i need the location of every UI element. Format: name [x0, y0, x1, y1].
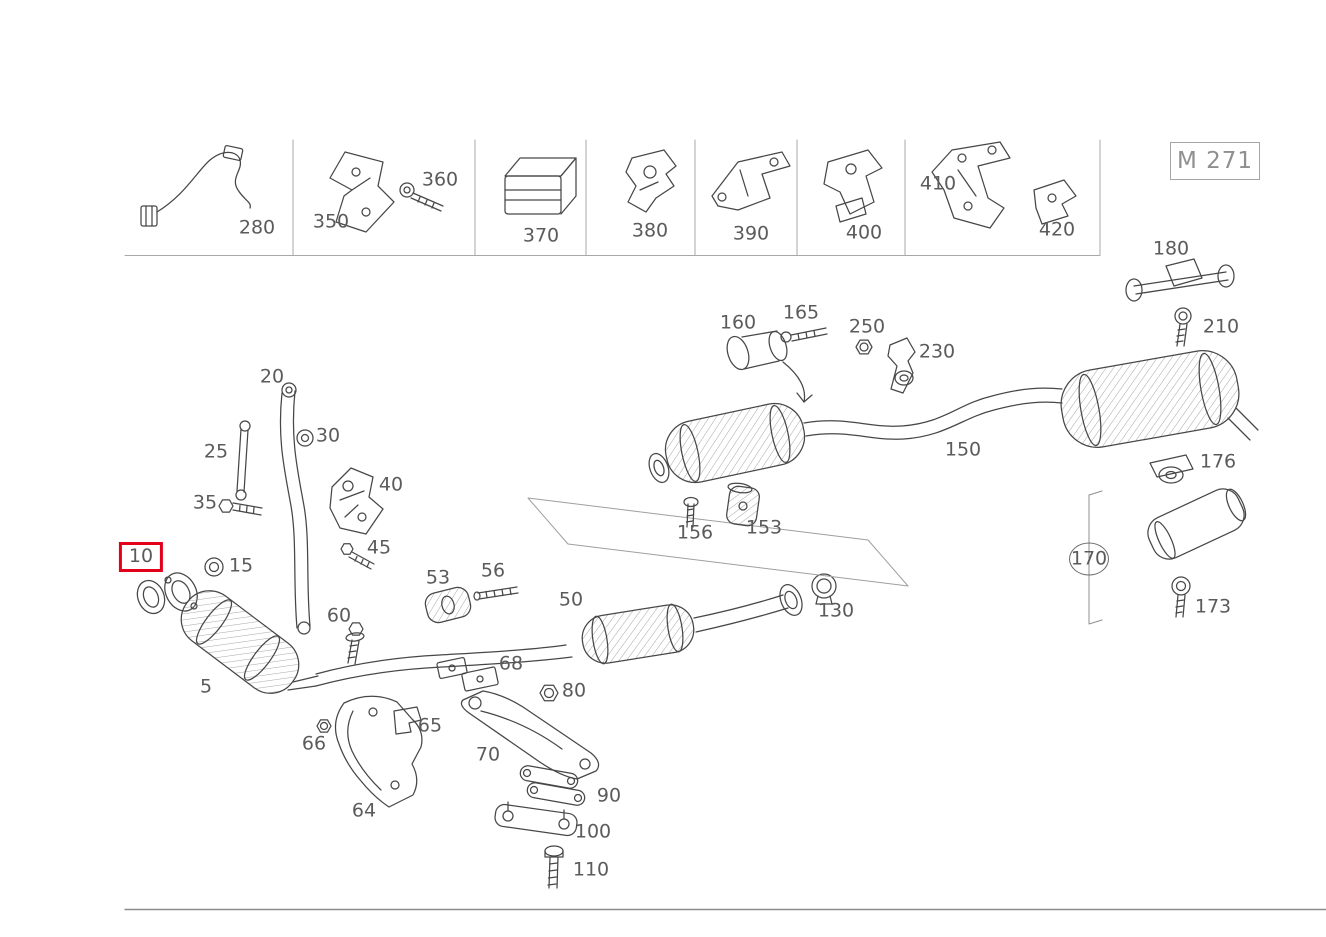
- callout-180[interactable]: 180: [1152, 237, 1190, 260]
- part-5-catalytic-converter: [164, 572, 319, 694]
- part-165-bolt: [780, 327, 828, 343]
- part-230-hanger-bracket: [887, 337, 916, 394]
- callout-80[interactable]: 80: [561, 679, 587, 702]
- callout-173[interactable]: 173: [1194, 595, 1232, 618]
- part-370-rubber-mount: [504, 157, 577, 215]
- callout-420[interactable]: 420: [1038, 218, 1076, 241]
- detail-plane: [527, 497, 909, 587]
- callout-20[interactable]: 20: [259, 365, 285, 388]
- part-30-washer: [296, 429, 314, 447]
- callout-50[interactable]: 50: [558, 588, 584, 611]
- part-176-tip-mount: [1149, 454, 1194, 484]
- callout-210[interactable]: 210: [1202, 315, 1240, 338]
- callout-64[interactable]: 64: [351, 799, 377, 822]
- callout-170[interactable]: 170: [1069, 542, 1109, 576]
- part-173-screw: [1171, 576, 1191, 618]
- part-180-hanger: [1125, 258, 1235, 302]
- callout-150[interactable]: 150: [944, 438, 982, 461]
- callout-90[interactable]: 90: [596, 784, 622, 807]
- callout-380[interactable]: 380: [631, 219, 669, 242]
- part-56-stud: [473, 586, 519, 601]
- part-150-muffler-assembly: [648, 350, 1259, 484]
- part-50-front-pipe: [315, 584, 803, 687]
- part-40-bracket: [329, 467, 384, 535]
- part-110-bolt: [544, 845, 564, 889]
- callout-53[interactable]: 53: [425, 566, 451, 589]
- callout-66[interactable]: 66: [301, 732, 327, 755]
- part-100-plate: [494, 801, 578, 837]
- part-80-nut: [539, 684, 559, 702]
- part-35-bolt: [218, 499, 263, 516]
- part-156-bolt: [683, 496, 699, 528]
- engine-code-badge: M 271: [1170, 142, 1260, 180]
- callout-176[interactable]: 176: [1199, 450, 1237, 473]
- part-160-connector-tube: [726, 330, 813, 403]
- part-210-bolt: [1174, 307, 1192, 347]
- callout-68[interactable]: 68: [498, 652, 524, 675]
- callout-15[interactable]: 15: [228, 554, 254, 577]
- callout-156[interactable]: 156: [676, 521, 714, 544]
- callout-390[interactable]: 390: [732, 222, 770, 245]
- callout-350[interactable]: 350: [312, 210, 350, 233]
- callout-25[interactable]: 25: [203, 440, 229, 463]
- part-390-bracket: [711, 151, 791, 211]
- callout-70[interactable]: 70: [475, 743, 501, 766]
- callout-250[interactable]: 250: [848, 315, 886, 338]
- callout-280[interactable]: 280: [238, 216, 276, 239]
- callout-153[interactable]: 153: [745, 516, 783, 539]
- callout-100[interactable]: 100: [574, 820, 612, 843]
- part-153-rubber-mount: [726, 482, 760, 527]
- part-400-holder: [823, 149, 883, 223]
- part-380-clamp: [625, 149, 677, 213]
- part-10-gasket-ring: [136, 579, 166, 615]
- part-420-bracket: [1033, 179, 1077, 225]
- part-70-support-bracket: [460, 690, 600, 780]
- callout-56[interactable]: 56: [480, 559, 506, 582]
- reference-strip-frame: [124, 139, 1101, 256]
- part-68-gasket-plates: [436, 657, 499, 692]
- callout-10[interactable]: 10: [118, 542, 164, 572]
- part-130-clamp: [811, 573, 837, 605]
- callout-130[interactable]: 130: [817, 599, 855, 622]
- callout-110[interactable]: 110: [572, 858, 610, 881]
- part-64-heat-shield: [334, 695, 423, 808]
- part-250-nut: [855, 339, 873, 355]
- part-45-bolt: [340, 543, 375, 570]
- callout-5[interactable]: 5: [199, 675, 213, 698]
- part-15-seal-ring: [204, 557, 224, 577]
- callout-410[interactable]: 410: [919, 172, 957, 195]
- callout-370[interactable]: 370: [522, 224, 560, 247]
- part-66-nut: [316, 719, 332, 733]
- part-53-rubber-mount: [424, 586, 472, 624]
- callout-35[interactable]: 35: [192, 491, 218, 514]
- part-20-support-strip: [279, 382, 311, 635]
- part-60-bolt: [345, 622, 365, 665]
- part-360-screw: [399, 182, 444, 212]
- callout-60[interactable]: 60: [326, 604, 352, 627]
- callout-360[interactable]: 360: [421, 168, 459, 191]
- part-280-oxygen-sensor: [140, 145, 251, 227]
- part-25-link-rod: [235, 420, 251, 501]
- callout-165[interactable]: 165: [782, 301, 820, 324]
- part-350-bracket: [329, 151, 395, 233]
- callout-400[interactable]: 400: [845, 221, 883, 244]
- part-65-clip: [393, 706, 422, 735]
- callout-30[interactable]: 30: [315, 424, 341, 447]
- part-90-link-plates: [519, 765, 586, 806]
- callout-230[interactable]: 230: [918, 340, 956, 363]
- callout-40[interactable]: 40: [378, 473, 404, 496]
- callout-160[interactable]: 160: [719, 311, 757, 334]
- callout-65[interactable]: 65: [417, 714, 443, 737]
- part-410-bracket: [931, 141, 1011, 229]
- callout-45[interactable]: 45: [366, 536, 392, 559]
